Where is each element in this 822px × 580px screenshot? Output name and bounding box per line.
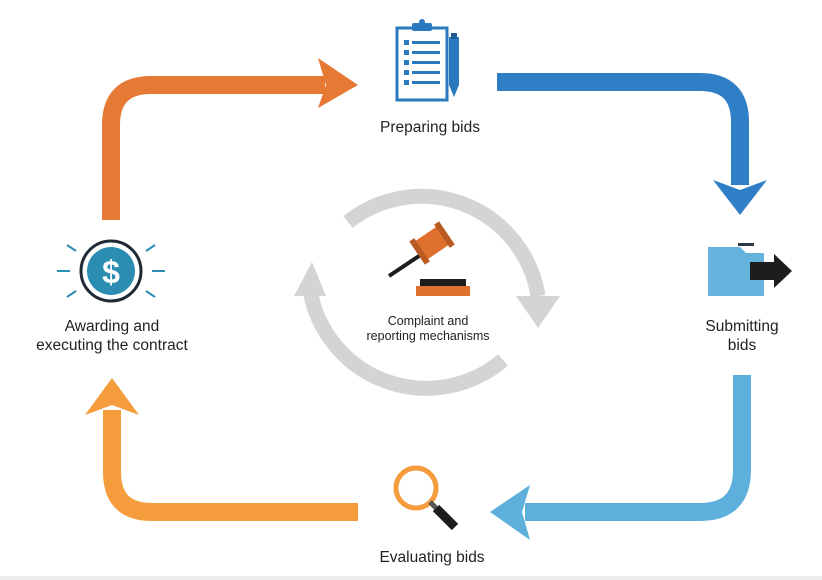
svg-text:$: $ xyxy=(102,254,120,290)
clipboard-pen-icon xyxy=(395,19,459,102)
arrow-preparing-to-submitting xyxy=(497,73,767,215)
arrow-submitting-to-evaluating xyxy=(490,375,751,540)
step-label-preparing: Preparing bids xyxy=(330,118,530,137)
submitting-label-line1: Submitting xyxy=(705,318,779,335)
dollar-coin-icon: $ xyxy=(57,239,165,303)
step-label-evaluating: Evaluating bids xyxy=(322,548,542,567)
arrow-awarding-to-preparing xyxy=(102,58,358,220)
center-label-line1: Complaint and xyxy=(387,314,469,328)
awarding-label-line1: Awarding and xyxy=(64,318,160,335)
arrow-evaluating-to-awarding xyxy=(85,378,358,521)
gavel-icon xyxy=(387,221,470,296)
evaluating-label-text: Evaluating bids xyxy=(379,549,485,566)
step-label-submitting: Submitting bids xyxy=(662,317,822,355)
preparing-label-text: Preparing bids xyxy=(380,119,480,136)
folder-arrow-icon xyxy=(708,243,792,296)
magnifier-icon xyxy=(393,465,459,531)
center-label-line2: reporting mechanisms xyxy=(366,329,490,343)
submitting-label-line2: bids xyxy=(727,337,757,354)
awarding-label-line2: executing the contract xyxy=(36,337,188,354)
center-label: Complaint and reporting mechanisms xyxy=(340,314,516,344)
bottom-divider xyxy=(0,576,822,580)
step-label-awarding: Awarding and executing the contract xyxy=(6,317,218,355)
center-cycle-arrows xyxy=(294,188,560,396)
